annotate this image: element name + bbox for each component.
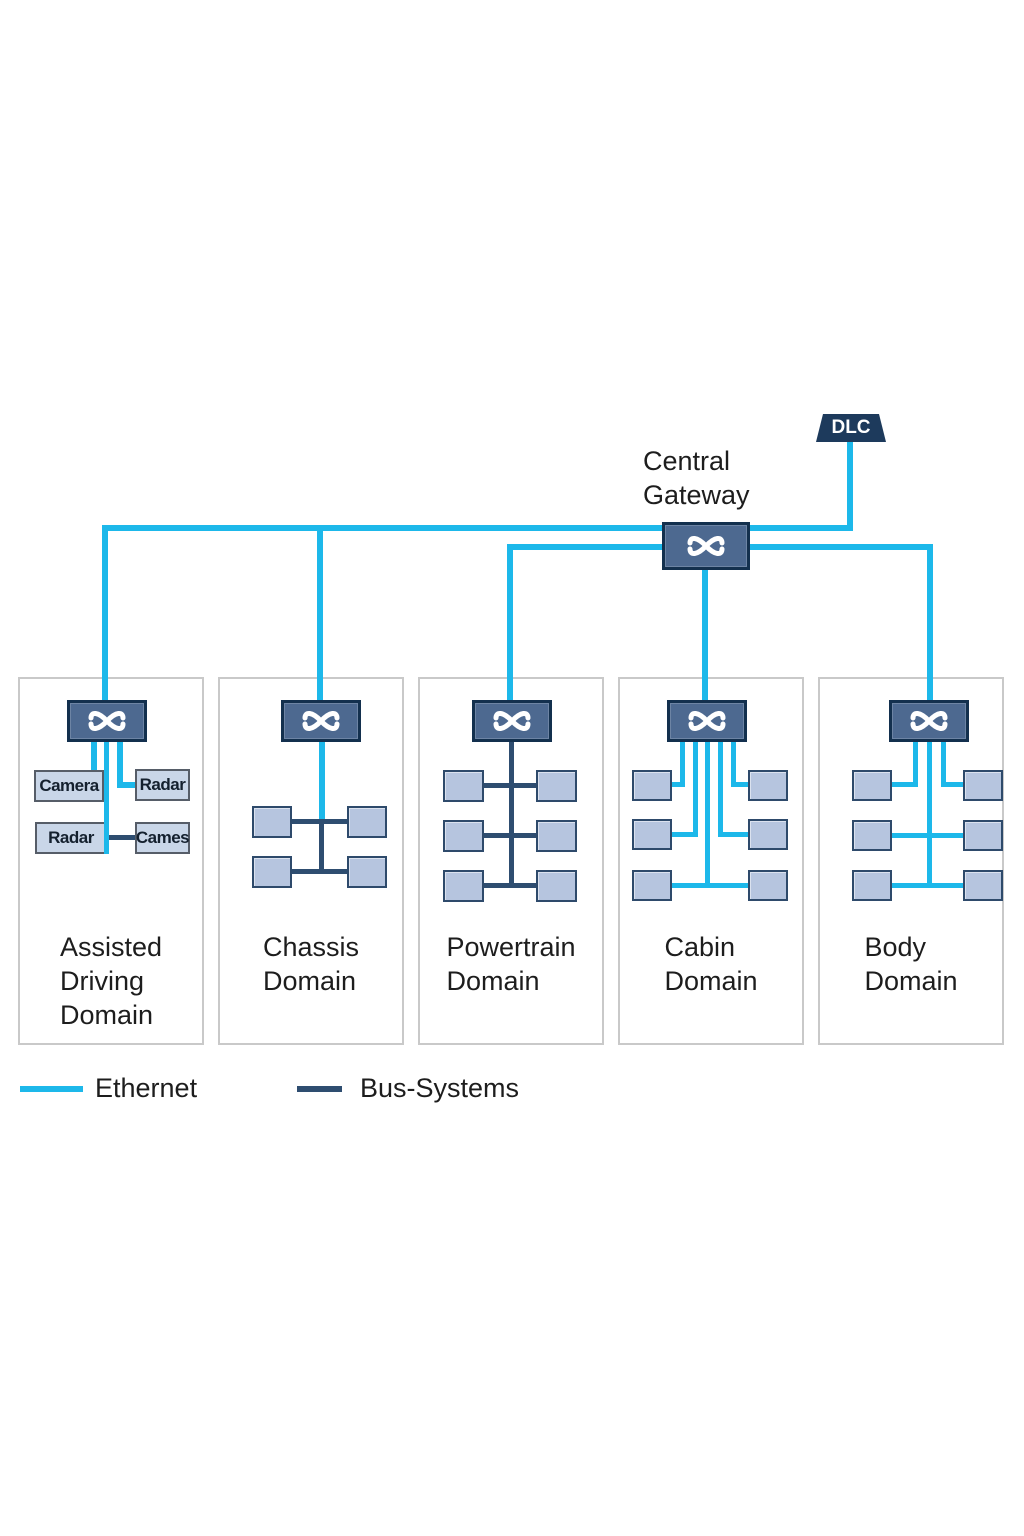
bus-line	[484, 833, 536, 838]
ecu-box	[963, 870, 1003, 901]
bus-line	[292, 869, 347, 874]
domain-assisted-driving: Camera Radar Radar Cames Assisted Drivin…	[18, 677, 204, 1045]
ecu-box	[852, 870, 892, 901]
ethernet-line	[941, 782, 963, 787]
ethernet-line	[507, 544, 513, 700]
switch-icon	[493, 711, 531, 731]
bus-line	[319, 822, 324, 872]
ethernet-line	[718, 832, 748, 837]
legend-ethernet-label: Ethernet	[95, 1073, 198, 1103]
ecu-box	[632, 770, 672, 801]
ethernet-line	[750, 525, 853, 531]
bus-line	[292, 819, 347, 824]
ethernet-line	[927, 544, 933, 700]
ecu-box	[963, 770, 1003, 801]
ecu-box	[852, 770, 892, 801]
device-cames: Cames	[135, 822, 190, 854]
ethernet-line	[672, 883, 748, 888]
ethernet-line-dlc	[847, 440, 853, 531]
ethernet-line	[913, 742, 918, 787]
ecu-box	[252, 856, 292, 888]
domain-body: Body Domain	[818, 677, 1004, 1045]
ethernet-line	[892, 782, 918, 787]
ethernet-line	[702, 566, 708, 700]
domain-switch	[472, 700, 552, 742]
device-radar: Radar	[135, 769, 190, 801]
domain-switch	[281, 700, 361, 742]
domain-title: Powertrain Domain	[446, 932, 576, 996]
switch-icon	[910, 711, 948, 731]
switch-icon	[302, 711, 340, 731]
device-radar: Radar	[35, 822, 107, 854]
legend-ethernet-swatch	[20, 1086, 83, 1092]
ecu-box	[443, 820, 484, 852]
domain-title: Assisted Driving Domain	[59, 932, 163, 1030]
ethernet-line	[731, 742, 736, 787]
ethernet-line	[672, 782, 685, 787]
ecu-box	[347, 806, 387, 838]
ecu-box	[536, 770, 577, 802]
switch-icon	[88, 711, 126, 731]
domain-title: Body Domain	[864, 932, 958, 996]
ecu-box	[852, 820, 892, 851]
bus-line	[484, 783, 536, 788]
domain-switch	[889, 700, 969, 742]
ethernet-line	[892, 833, 963, 838]
ethernet-line	[319, 742, 325, 824]
dlc-connector: DLC	[816, 414, 886, 442]
domain-switch	[667, 700, 747, 742]
ethernet-line	[117, 742, 123, 787]
ethernet-line	[102, 525, 108, 700]
bus-line	[107, 835, 135, 840]
bus-line	[484, 883, 536, 888]
ethernet-line	[941, 742, 946, 787]
ecu-box	[252, 806, 292, 838]
central-gateway-label: Central Gateway	[643, 446, 750, 510]
ethernet-line	[91, 742, 97, 772]
ecu-box	[632, 870, 672, 901]
ecu-box	[536, 820, 577, 852]
ethernet-line	[731, 782, 748, 787]
ecu-box	[748, 819, 788, 850]
legend-bus-swatch	[297, 1086, 342, 1092]
legend-bus-label: Bus-Systems	[360, 1073, 520, 1103]
ethernet-line	[104, 742, 109, 854]
domain-powertrain: Powertrain Domain	[418, 677, 604, 1045]
device-camera: Camera	[34, 770, 104, 802]
ecu-box	[632, 819, 672, 850]
domain-title: Cabin Domain	[664, 932, 758, 996]
domain-switch	[67, 700, 147, 742]
domain-chassis: Chassis Domain	[218, 677, 404, 1045]
domain-cabin: Cabin Domain	[618, 677, 804, 1045]
ethernet-line	[927, 742, 932, 888]
ecu-box	[748, 870, 788, 901]
ethernet-line	[718, 742, 723, 837]
bus-line	[509, 742, 514, 888]
ethernet-line	[680, 742, 685, 787]
ecu-box	[443, 870, 484, 902]
ethernet-line	[693, 742, 698, 837]
ethernet-line	[507, 544, 662, 550]
ecu-box	[347, 856, 387, 888]
switch-icon	[687, 536, 725, 556]
domain-title: Chassis Domain	[262, 932, 360, 996]
ethernet-line	[672, 832, 698, 837]
ethernet-line	[750, 544, 933, 550]
ethernet-line	[892, 883, 963, 888]
central-gateway-switch	[662, 522, 750, 570]
ethernet-line	[317, 527, 323, 700]
ecu-box	[443, 770, 484, 802]
ethernet-line	[117, 782, 136, 788]
ecu-box	[536, 870, 577, 902]
switch-icon	[688, 711, 726, 731]
ethernet-line	[102, 525, 662, 531]
ecu-box	[963, 820, 1003, 851]
ethernet-line	[705, 742, 710, 888]
ecu-box	[748, 770, 788, 801]
